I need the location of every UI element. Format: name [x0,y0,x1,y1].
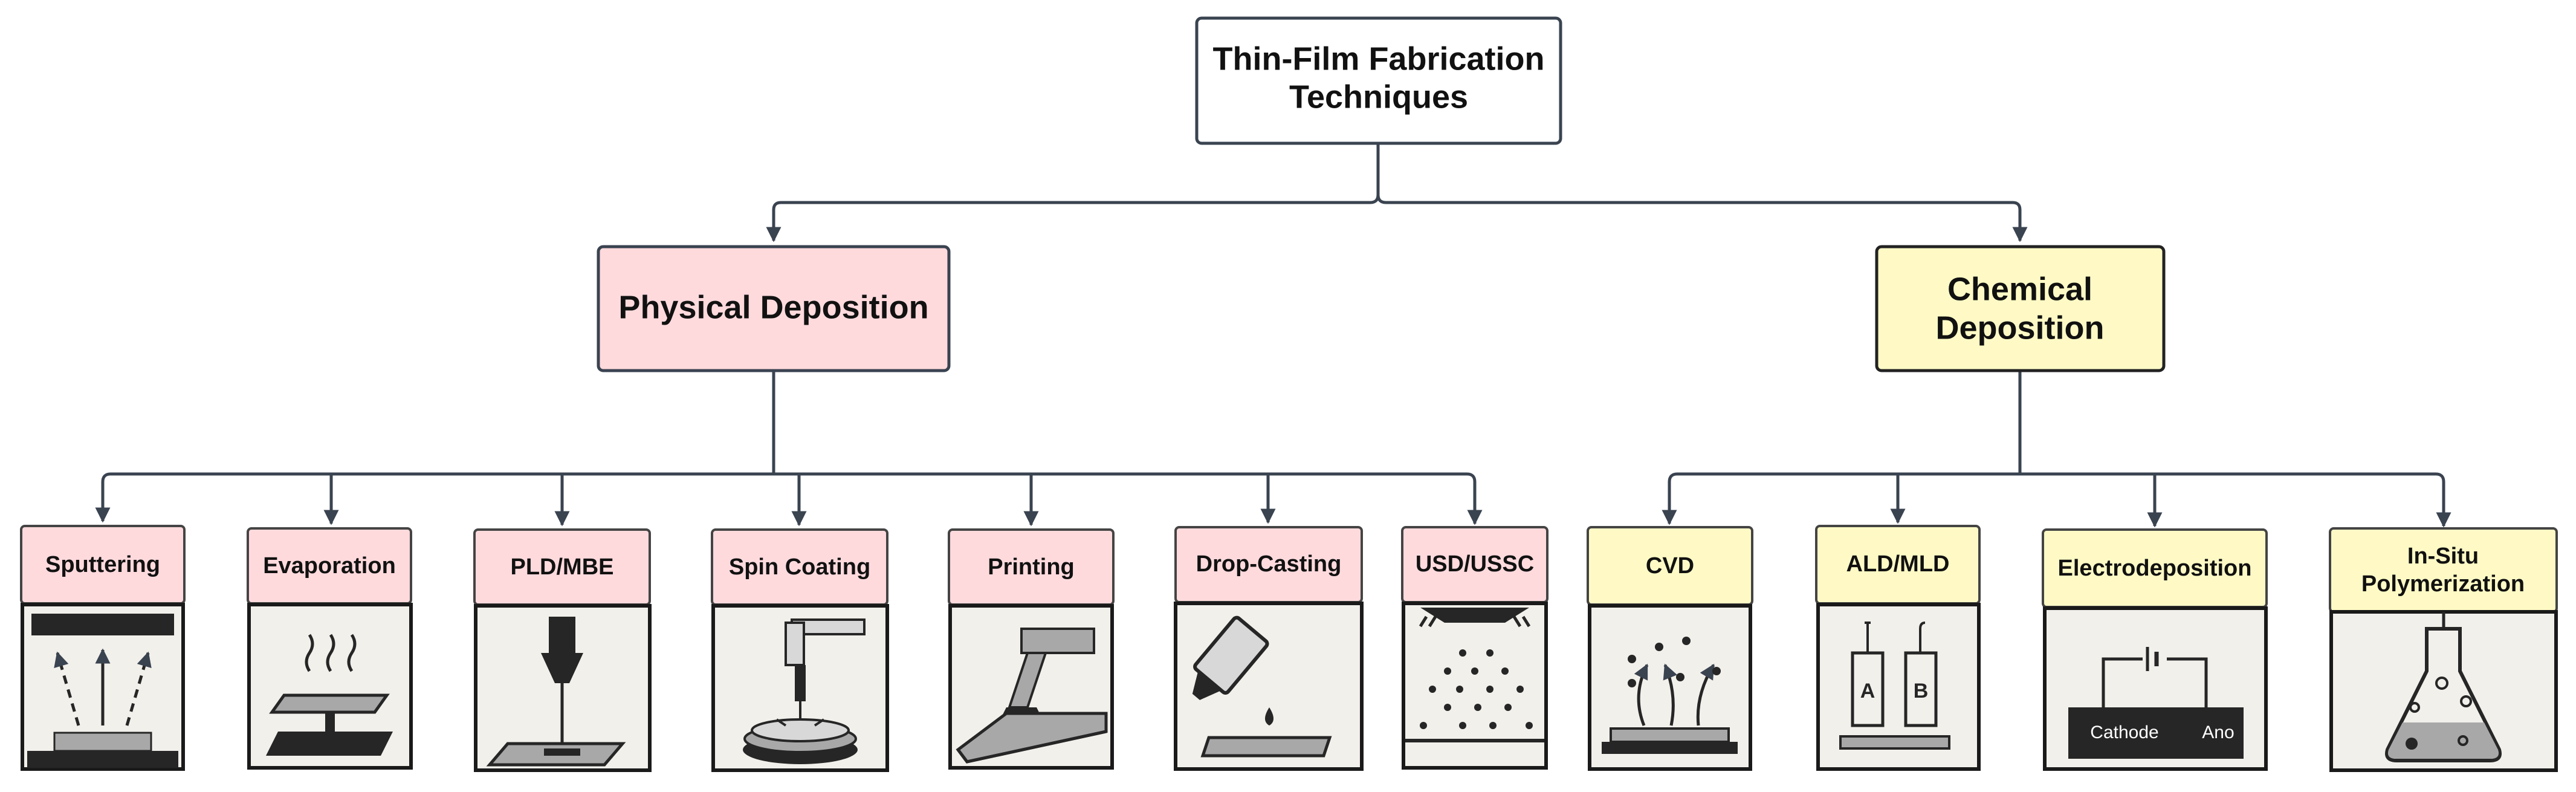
connectors [95,143,2451,528]
method-evaporation-label: Evaporation [263,553,396,579]
connector-usd-ussc [1466,472,1483,525]
connector-cvd [1662,472,1678,525]
drop-casting-icon [1192,615,1332,758]
method-drop-casting: Drop-Casting [1174,526,1363,603]
spin-coating-icon [743,618,866,764]
root-title-line1: Thin-Film Fabrication [1213,41,1545,77]
method-pld-mbe-label: PLD/MBE [511,554,614,580]
ald-mld-icon: A B [1839,622,1950,750]
evaporation-icon [266,634,393,756]
pld-mbe-icon [486,617,626,767]
ald-label-a: A [1860,680,1875,703]
category-physical: Physical Deposition [597,245,951,372]
electrode-cathode-label: Cathode [2090,722,2158,742]
method-usd-ussc-label: USD/USSC [1416,551,1534,577]
panel-usd-ussc [1402,602,1548,770]
method-labels: Sputtering Evaporation PLD/MBE Spin Coat… [20,525,2558,613]
category-chemical: Chemical Deposition [1875,245,2166,372]
connector-in-situ [2435,472,2451,528]
method-pld-mbe: PLD/MBE [473,528,651,606]
method-ald-mld: ALD/MLD [1815,525,1981,605]
category-chemical-label-line2: Deposition [1936,310,2105,346]
method-printing: Printing [948,528,1115,606]
method-sputtering: Sputtering [20,525,186,605]
method-in-situ: In-Situ Polymerization [2329,527,2558,613]
method-usd-ussc: USD/USSC [1401,526,1549,603]
ald-label-b: B [1914,680,1929,703]
ultrasonic-spray-icon [1405,608,1544,742]
method-spin-coating-label: Spin Coating [729,554,870,580]
sputtering-icon [27,614,178,768]
connector-root-chemical [1376,194,2028,242]
cvd-icon [1602,637,1738,754]
method-in-situ-label-line1: In-Situ [2407,544,2479,569]
method-cvd-label: CVD [1646,553,1694,579]
connector-root-stem [766,143,1380,242]
method-electrodeposition-label: Electrodeposition [2058,556,2252,581]
method-electrodeposition: Electrodeposition [2042,528,2268,608]
method-printing-label: Printing [988,554,1075,580]
method-drop-casting-label: Drop-Casting [1196,551,1342,577]
root-node: Thin-Film Fabrication Techniques [1195,16,1562,145]
method-in-situ-label-line2: Polymerization [2361,571,2525,597]
method-ald-mld-label: ALD/MLD [1846,551,1950,577]
printing-icon [956,628,1108,764]
electrode-anode-label: Ano [2202,722,2234,742]
category-physical-label: Physical Deposition [618,289,928,325]
root-title-line2: Techniques [1289,79,1468,115]
method-evaporation: Evaporation [247,527,412,605]
flask-icon [2385,612,2502,762]
method-cvd: CVD [1587,526,1753,606]
method-spin-coating: Spin Coating [711,528,888,606]
category-chemical-label-line1: Chemical [1947,271,2092,307]
method-sputtering-label: Sputtering [45,552,160,577]
connector-sputtering [95,472,111,523]
electrodeposition-icon: Cathode Ano [2068,647,2244,759]
